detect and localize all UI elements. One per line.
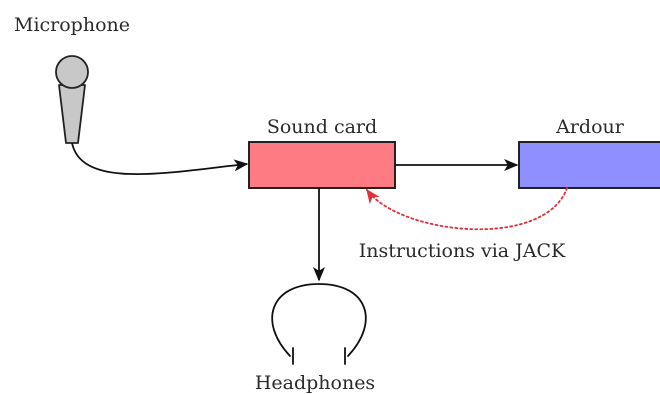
jack-instructions-label: Instructions via JACK (359, 240, 566, 262)
jack-instructions-arrow (366, 187, 568, 231)
microphone-to-sound-card-arrow (71, 142, 249, 176)
sound-card-label: Sound card (267, 116, 377, 138)
microphone-label: Microphone (14, 14, 130, 36)
microphone-icon (55, 55, 89, 144)
sound-card-box (248, 141, 396, 189)
ardour-box (518, 141, 660, 189)
ardour-label: Ardour (555, 116, 625, 138)
headphones-label: Headphones (255, 372, 375, 394)
headphones-icon (271, 283, 367, 365)
